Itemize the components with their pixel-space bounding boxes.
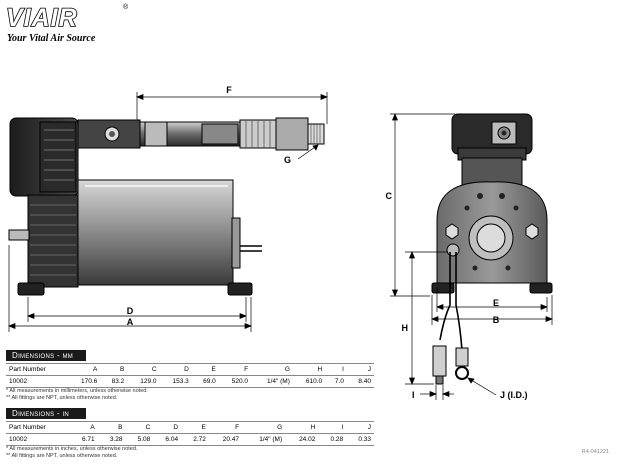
logo-wordmark: VIAIR <box>5 4 78 32</box>
table-cell: 6.71 <box>69 433 98 446</box>
table-cell: D <box>159 363 192 376</box>
brand-tagline: Your Vital Air Source <box>7 33 96 44</box>
table-cell: 20.47 <box>208 433 243 446</box>
table-cell: 10002 <box>6 375 69 388</box>
table-mm-header-row: Part Number A B C D E F G H I J <box>6 363 374 376</box>
table-cell: 2.72 <box>181 433 209 446</box>
side-view <box>8 117 325 296</box>
table-cell: 170.6 <box>68 375 101 388</box>
table-mm-title: Dimensions - mm <box>6 350 86 361</box>
table-cell: F <box>218 363 252 376</box>
front-view <box>431 113 553 385</box>
table-cell: 610.0 <box>292 375 326 388</box>
dim-b-line <box>431 295 553 325</box>
table-cell: 10002 <box>6 433 70 446</box>
table-cell: H <box>292 363 326 376</box>
table-cell: 129.0 <box>127 375 160 388</box>
table-cell: G <box>242 421 286 434</box>
dim-label-j: J (I.D.) <box>500 390 528 400</box>
table-cell: H <box>285 421 319 434</box>
table-cell: J <box>346 421 374 434</box>
table-cell: F <box>208 421 243 434</box>
table-cell: I <box>325 363 347 376</box>
registered-mark: ® <box>123 4 129 11</box>
table-in-note-2: ** All fittings are NPT, unless otherwis… <box>6 453 118 459</box>
dim-e-line <box>436 287 548 312</box>
dim-label-h: H <box>402 323 409 333</box>
dim-i-line <box>420 385 454 400</box>
table-cell: 153.3 <box>159 375 192 388</box>
table-cell: I <box>318 421 347 434</box>
dim-label-a: A <box>127 317 134 327</box>
dim-label-i: I <box>412 390 415 400</box>
dim-label-d: D <box>127 306 134 316</box>
table-cell: 6.04 <box>153 433 182 446</box>
table-cell: J <box>346 363 374 376</box>
dim-label-b: B <box>493 315 500 325</box>
table-cell: A <box>69 421 98 434</box>
table-cell: 8.40 <box>346 375 374 388</box>
table-cell: C <box>127 363 160 376</box>
table-cell: 7.0 <box>325 375 347 388</box>
table-cell: 0.28 <box>318 433 347 446</box>
table-cell: E <box>181 421 209 434</box>
table-mm-note-2: ** All fittings are NPT, unless otherwis… <box>6 395 118 401</box>
dim-g-leader <box>297 144 319 160</box>
table-cell: 24.02 <box>285 433 319 446</box>
table-cell: 83.2 <box>100 375 128 388</box>
dim-label-c: C <box>386 191 393 201</box>
table-cell: 3.28 <box>97 433 126 446</box>
table-cell: G <box>251 363 293 376</box>
table-cell: C <box>125 421 154 434</box>
table-cell: 69.0 <box>191 375 219 388</box>
table-cell: A <box>68 363 101 376</box>
compressor-drawing: F G D A <box>8 85 553 400</box>
table-mm-data-row: 10002 170.6 83.2 129.0 153.3 69.0 520.0 … <box>6 375 374 388</box>
table-mm: Part Number A B C D E F G H I J 10002 17… <box>6 363 374 388</box>
table-cell: 520.0 <box>218 375 252 388</box>
dim-d-line <box>27 297 247 322</box>
table-in-note-1: * All measurements in inches, unless oth… <box>6 446 138 452</box>
dim-a-line <box>8 245 252 332</box>
table-in-header-row: Part Number A B C D E F G H I J <box>6 421 374 434</box>
dim-c-line <box>390 113 455 297</box>
table-cell: D <box>153 421 182 434</box>
dim-h-line <box>405 251 448 385</box>
table-in: Part Number A B C D E F G H I J 10002 6.… <box>6 421 374 446</box>
dim-f-line <box>136 92 328 124</box>
dim-label-g: G <box>284 155 291 165</box>
table-cell: B <box>97 421 126 434</box>
dim-label-f: F <box>226 85 232 95</box>
table-cell: 1/4" (M) <box>251 375 293 388</box>
table-cell: 5.08 <box>125 433 154 446</box>
table-cell: Part Number <box>6 363 69 376</box>
document-number: R4-041221 <box>581 449 609 455</box>
dim-j-leader <box>467 377 497 396</box>
table-cell: 1/4" (M) <box>242 433 286 446</box>
table-cell: Part Number <box>6 421 70 434</box>
table-in-data-row: 10002 6.71 3.28 5.08 6.04 2.72 20.47 1/4… <box>6 433 374 446</box>
table-cell: 0.33 <box>346 433 374 446</box>
table-cell: B <box>100 363 128 376</box>
table-cell: E <box>191 363 219 376</box>
dim-label-e: E <box>493 298 499 308</box>
table-in-title: Dimensions - in <box>6 408 86 419</box>
viair-logo: VIAIR ® <box>5 4 128 32</box>
table-mm-note-1: * All measurements in millimeters, unles… <box>6 388 148 394</box>
